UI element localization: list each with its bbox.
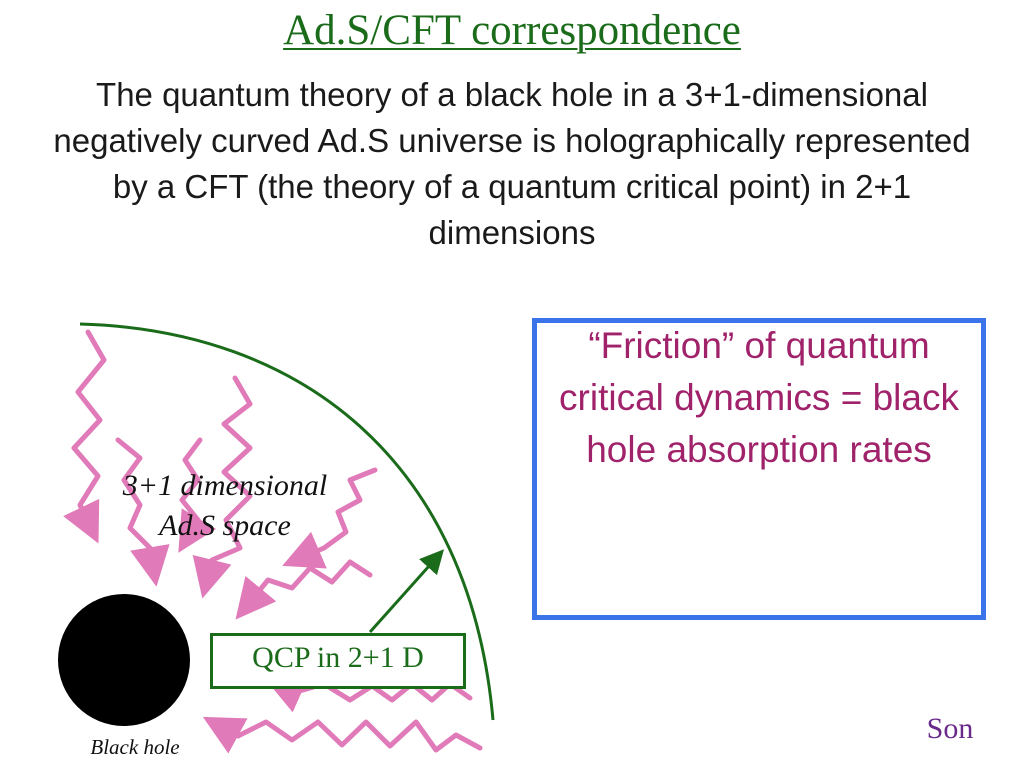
friction-text: “Friction” of quantum critical dynamics … xyxy=(559,325,959,470)
qcp-box xyxy=(210,633,466,689)
intro-text: The quantum theory of a black hole in a … xyxy=(53,76,971,251)
wave-arrow-6 xyxy=(235,559,373,620)
wave-arrow-1 xyxy=(63,329,107,544)
wave-arrow-2 xyxy=(115,437,170,587)
wave-arrow-4 xyxy=(178,437,217,553)
wave-arrow-7 xyxy=(202,716,483,754)
wave-arrow-3 xyxy=(192,375,253,599)
qcp-arrow xyxy=(368,549,445,634)
qcp-label: QCP in 2+1 D xyxy=(252,641,424,674)
black-hole-label: Black hole xyxy=(90,735,180,759)
slide-title: Ad.S/CFT correspondence xyxy=(283,7,741,54)
friction-box xyxy=(532,318,986,620)
author-label: Son xyxy=(926,712,974,745)
ads-boundary-arc xyxy=(79,322,495,721)
ads-space-label: 3+1 dimensional Ad.S space xyxy=(122,469,328,542)
wave-arrow-5 xyxy=(282,467,378,569)
black-hole xyxy=(58,594,190,726)
